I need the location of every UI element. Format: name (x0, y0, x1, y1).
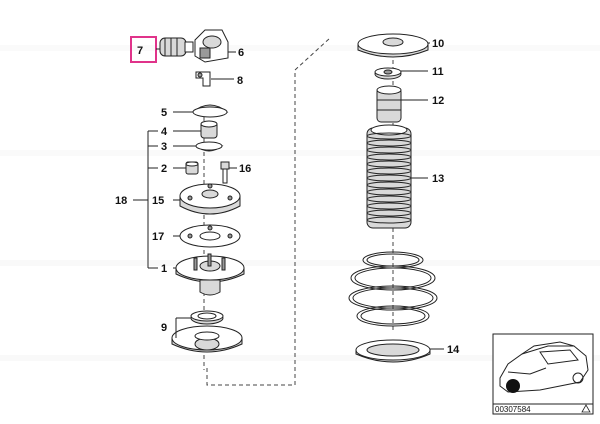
part-5-cap[interactable] (191, 104, 229, 118)
label-13[interactable]: 13 (432, 173, 444, 185)
bellows-rib (366, 132, 412, 140)
label-8[interactable]: 8 (237, 75, 243, 87)
bellows-rib (366, 209, 412, 217)
part-3-washer[interactable] (194, 141, 224, 152)
part-2-small-nut[interactable] (185, 161, 199, 175)
part-12-bump-stop[interactable] (376, 85, 402, 123)
part-8-elbow[interactable] (195, 71, 211, 87)
bracket-18 (133, 130, 158, 269)
label-12[interactable]: 12 (432, 95, 444, 107)
bellows-rib (366, 146, 412, 154)
part-10-top-seat[interactable] (357, 33, 429, 58)
part-9-spring-seat[interactable] (171, 325, 243, 353)
label-5[interactable]: 5 (161, 107, 167, 119)
part-17-gasket[interactable] (179, 224, 241, 248)
thumbnail-code: 00307584 (495, 405, 531, 414)
label-6[interactable]: 6 (238, 47, 244, 59)
bellows-rib (366, 167, 412, 175)
part-16-bolt[interactable] (220, 161, 230, 184)
label-9[interactable]: 9 (161, 322, 167, 334)
bellows-top (370, 124, 408, 136)
bellows-rib (366, 216, 412, 224)
label-3[interactable]: 3 (161, 141, 167, 153)
bellows-body (366, 127, 412, 229)
label-11[interactable]: 11 (432, 66, 444, 78)
label-2[interactable]: 2 (161, 163, 167, 175)
part-14-lower-pad[interactable] (355, 339, 431, 363)
bellows-rib (366, 139, 412, 147)
bellows-rib (366, 153, 412, 161)
part-1-strut-mount[interactable] (175, 253, 245, 296)
warning-icon (581, 404, 591, 413)
part-7-dust-boot[interactable] (159, 37, 194, 57)
watermark (0, 45, 600, 361)
label-7[interactable]: 7 (137, 45, 143, 57)
label-4[interactable]: 4 (161, 126, 168, 138)
part-13-bellows[interactable] (366, 124, 412, 229)
label-14[interactable]: 14 (447, 344, 460, 356)
vehicle-thumbnail[interactable]: 00307584 (492, 333, 594, 415)
label-18[interactable]: 18 (115, 195, 127, 207)
bellows-rib (366, 181, 412, 189)
bellows-rib (366, 202, 412, 210)
label-10[interactable]: 10 (432, 38, 444, 50)
car-sketch (499, 341, 589, 393)
label-16[interactable]: 16 (239, 163, 251, 175)
label-17[interactable]: 17 (152, 231, 164, 243)
bellows-rib (366, 188, 412, 196)
bellows-rib (366, 195, 412, 203)
part-4-nut[interactable] (200, 120, 218, 139)
bellows-rib (366, 160, 412, 168)
part-9-bearing[interactable] (190, 310, 224, 325)
part-6-housing[interactable] (194, 29, 229, 63)
label-1[interactable]: 1 (161, 263, 167, 275)
part-11-washer[interactable] (374, 67, 402, 80)
coil-spring[interactable] (348, 251, 438, 327)
part-15-upper-mount[interactable] (179, 183, 241, 215)
label-15[interactable]: 15 (152, 195, 164, 207)
